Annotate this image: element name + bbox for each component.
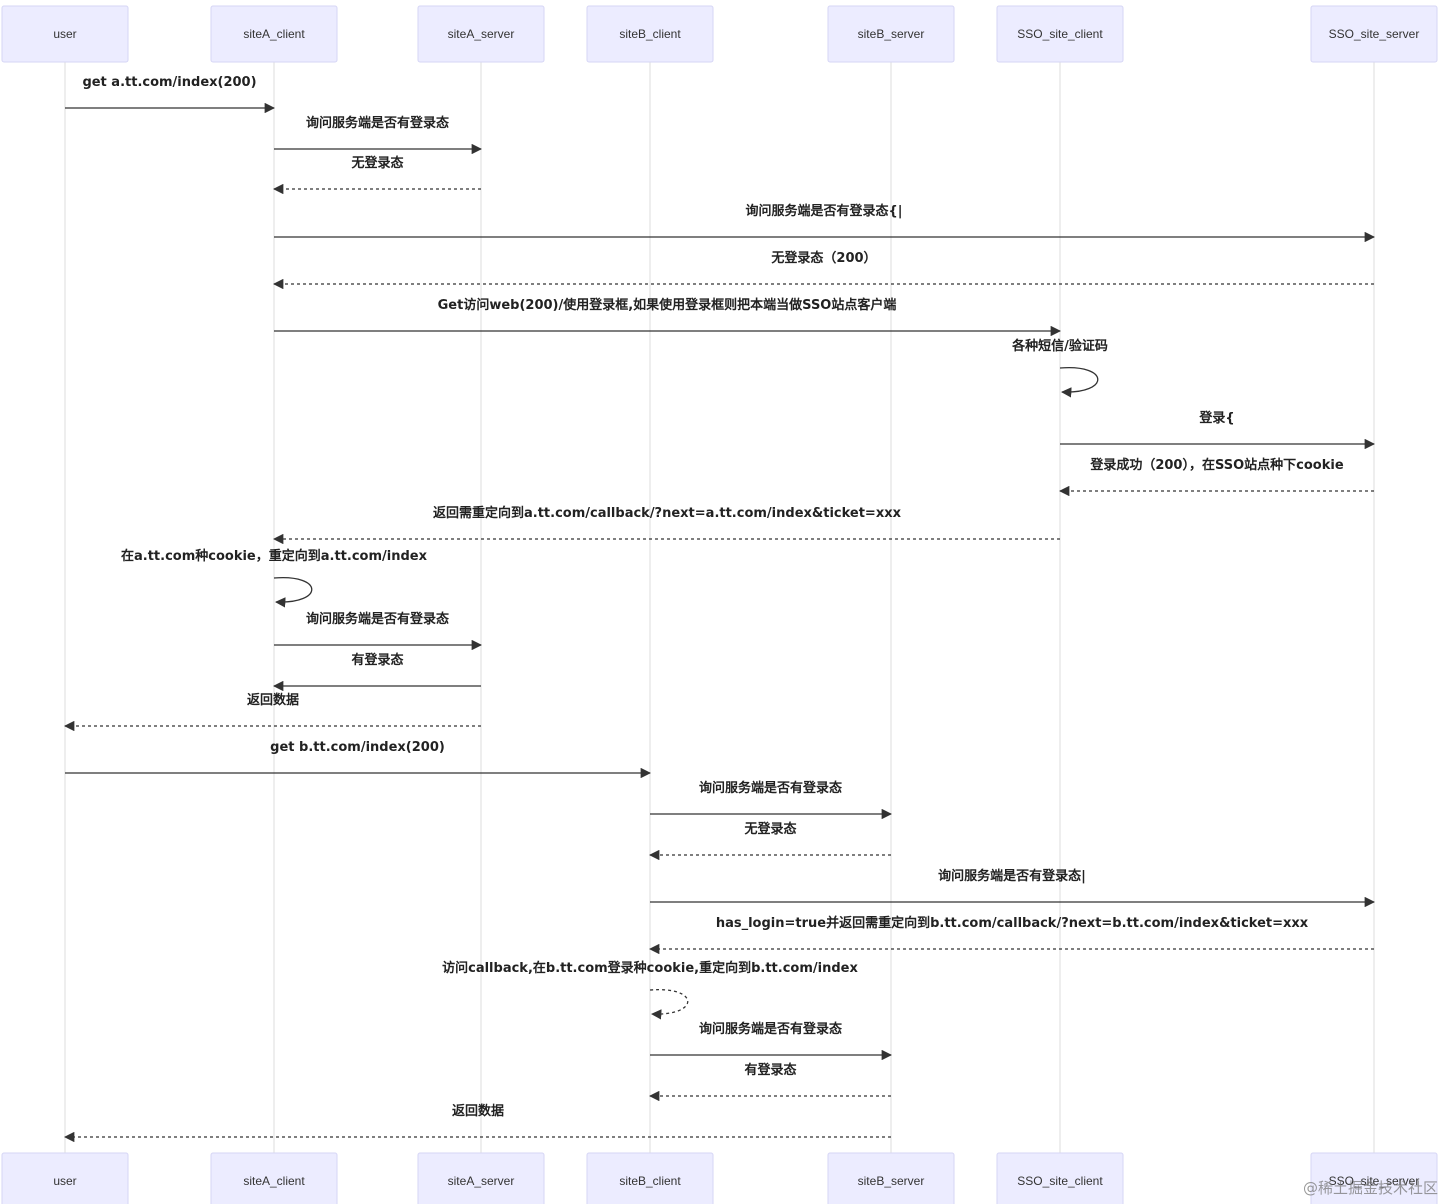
message-label: get b.tt.com/index(200) xyxy=(270,740,445,755)
message-13: 有登录态 xyxy=(272,652,481,692)
actor-top-siteA_client: siteA_client xyxy=(210,5,338,63)
message-3: 无登录态 xyxy=(272,155,481,195)
actor-box xyxy=(1310,5,1438,63)
actors-top: user siteA_client siteA_server siteB_client… xyxy=(1,5,1438,63)
message-12: 询问服务端是否有登录态 xyxy=(274,611,483,651)
message-label: 返回数据 xyxy=(452,1103,504,1119)
message-label: 在a.tt.com种cookie，重定向到a.tt.com/index xyxy=(121,548,428,564)
message-label: 询问服务端是否有登录态| xyxy=(938,868,1086,884)
message-label: 返回需重定向到a.tt.com/callback/?next=a.tt.com/… xyxy=(433,505,902,521)
message-label: 询问服务端是否有登录态 xyxy=(699,1021,842,1037)
actor-top-SSO_site_server: SSO_site_server xyxy=(1310,5,1438,63)
message-label: get a.tt.com/index(200) xyxy=(82,75,256,90)
self-message-loop xyxy=(1059,367,1099,398)
actor-label: SSO_site_server xyxy=(1329,27,1420,41)
message-10: 返回需重定向到a.tt.com/callback/?next=a.tt.com/… xyxy=(272,505,1060,545)
message-6: Get访问web(200)/使用登录框,如果使用登录框则把本端当做SSO站点客户… xyxy=(274,297,1062,337)
message-label: 无登录态（200） xyxy=(770,250,876,266)
actor-bottom-siteA_client: siteA_client xyxy=(210,1152,338,1204)
message-8: 登录{ xyxy=(1060,410,1376,450)
actor-box xyxy=(210,5,338,63)
actor-top-siteA_server: siteA_server xyxy=(417,5,545,63)
message-16: 询问服务端是否有登录态 xyxy=(650,780,893,820)
message-5: 无登录态（200） xyxy=(272,250,1374,290)
actor-label: siteA_client xyxy=(243,27,305,41)
message-11: 在a.tt.com种cookie，重定向到a.tt.com/index xyxy=(121,548,428,608)
message-15: get b.tt.com/index(200) xyxy=(65,740,652,779)
message-2: 询问服务端是否有登录态 xyxy=(274,115,483,155)
actor-box xyxy=(1,1152,129,1204)
message-22: 有登录态 xyxy=(648,1062,891,1102)
actor-label: siteA_client xyxy=(243,1174,305,1188)
actor-box xyxy=(1310,1152,1438,1204)
message-label: has_login=true并返回需重定向到b.tt.com/callback/… xyxy=(716,915,1309,931)
message-label: 无登录态 xyxy=(743,821,796,837)
message-label: 无登录态 xyxy=(350,155,403,171)
message-label: 询问服务端是否有登录态{| xyxy=(745,203,902,219)
message-label: Get访问web(200)/使用登录框,如果使用登录框则把本端当做SSO站点客户… xyxy=(438,297,897,313)
actor-top-user: user xyxy=(1,5,129,63)
actor-box xyxy=(210,1152,338,1204)
actors-bottom: user siteA_client siteA_server siteB_client… xyxy=(1,1152,1438,1204)
message-label: 有登录态 xyxy=(351,652,403,668)
actor-label: siteA_server xyxy=(448,1174,515,1188)
actor-label: SSO_site_client xyxy=(1017,1174,1103,1188)
actor-bottom-SSO_site_client: SSO_site_client xyxy=(996,1152,1124,1204)
message-7: 各种短信/验证码 xyxy=(1011,338,1108,398)
actor-label: siteB_server xyxy=(858,1174,925,1188)
message-9: 登录成功（200），在SSO站点种下cookie xyxy=(1058,457,1374,497)
message-label: 登录成功（200），在SSO站点种下cookie xyxy=(1089,457,1343,473)
actor-bottom-SSO_site_server: SSO_site_server xyxy=(1310,1152,1438,1204)
actor-top-SSO_site_client: SSO_site_client xyxy=(996,5,1124,63)
message-1: get a.tt.com/index(200) xyxy=(65,75,276,114)
message-20: 访问callback,在b.tt.com登录种cookie,重定向到b.tt.c… xyxy=(442,960,858,1020)
actor-label: user xyxy=(53,27,76,41)
watermark: @稀土掘金技术社区 xyxy=(1302,1179,1438,1197)
actor-box xyxy=(996,5,1124,63)
message-18: 询问服务端是否有登录态| xyxy=(650,868,1376,908)
message-23: 返回数据 xyxy=(63,1103,891,1143)
actor-box xyxy=(417,5,545,63)
actor-bottom-user: user xyxy=(1,1152,129,1204)
lifelines xyxy=(64,62,1375,1153)
actor-box xyxy=(586,5,714,63)
self-message-loop xyxy=(649,989,689,1020)
actor-label: siteB_client xyxy=(619,1174,681,1188)
message-21: 询问服务端是否有登录态 xyxy=(650,1021,893,1061)
actor-label: SSO_site_client xyxy=(1017,27,1103,41)
actor-label: SSO_site_server xyxy=(1329,1174,1420,1188)
actor-box xyxy=(827,5,955,63)
message-label: 返回数据 xyxy=(247,692,299,708)
actor-label: siteB_server xyxy=(858,27,925,41)
actor-box xyxy=(1,5,129,63)
message-4: 询问服务端是否有登录态{| xyxy=(274,203,1376,243)
actor-label: siteB_client xyxy=(619,27,681,41)
message-19: has_login=true并返回需重定向到b.tt.com/callback/… xyxy=(648,915,1374,955)
message-14: 返回数据 xyxy=(63,692,481,732)
actor-bottom-siteB_server: siteB_server xyxy=(827,1152,955,1204)
message-label: 询问服务端是否有登录态 xyxy=(699,780,842,796)
actor-label: user xyxy=(53,1174,76,1188)
messages: get a.tt.com/index(200)询问服务端是否有登录态无登录态询问… xyxy=(63,75,1376,1143)
actor-bottom-siteA_server: siteA_server xyxy=(417,1152,545,1204)
message-label: 各种短信/验证码 xyxy=(1011,338,1108,354)
message-label: 询问服务端是否有登录态 xyxy=(306,115,449,131)
actor-box xyxy=(586,1152,714,1204)
message-17: 无登录态 xyxy=(648,821,891,861)
actor-top-siteB_client: siteB_client xyxy=(586,5,714,63)
actor-box xyxy=(996,1152,1124,1204)
message-label: 登录{ xyxy=(1198,410,1234,426)
actor-top-siteB_server: siteB_server xyxy=(827,5,955,63)
actor-box xyxy=(827,1152,955,1204)
actor-bottom-siteB_client: siteB_client xyxy=(586,1152,714,1204)
actor-label: siteA_server xyxy=(448,27,515,41)
self-message-loop xyxy=(273,577,313,608)
actor-box xyxy=(417,1152,545,1204)
message-label: 有登录态 xyxy=(744,1062,796,1078)
message-label: 访问callback,在b.tt.com登录种cookie,重定向到b.tt.c… xyxy=(442,960,858,976)
message-label: 询问服务端是否有登录态 xyxy=(306,611,449,627)
